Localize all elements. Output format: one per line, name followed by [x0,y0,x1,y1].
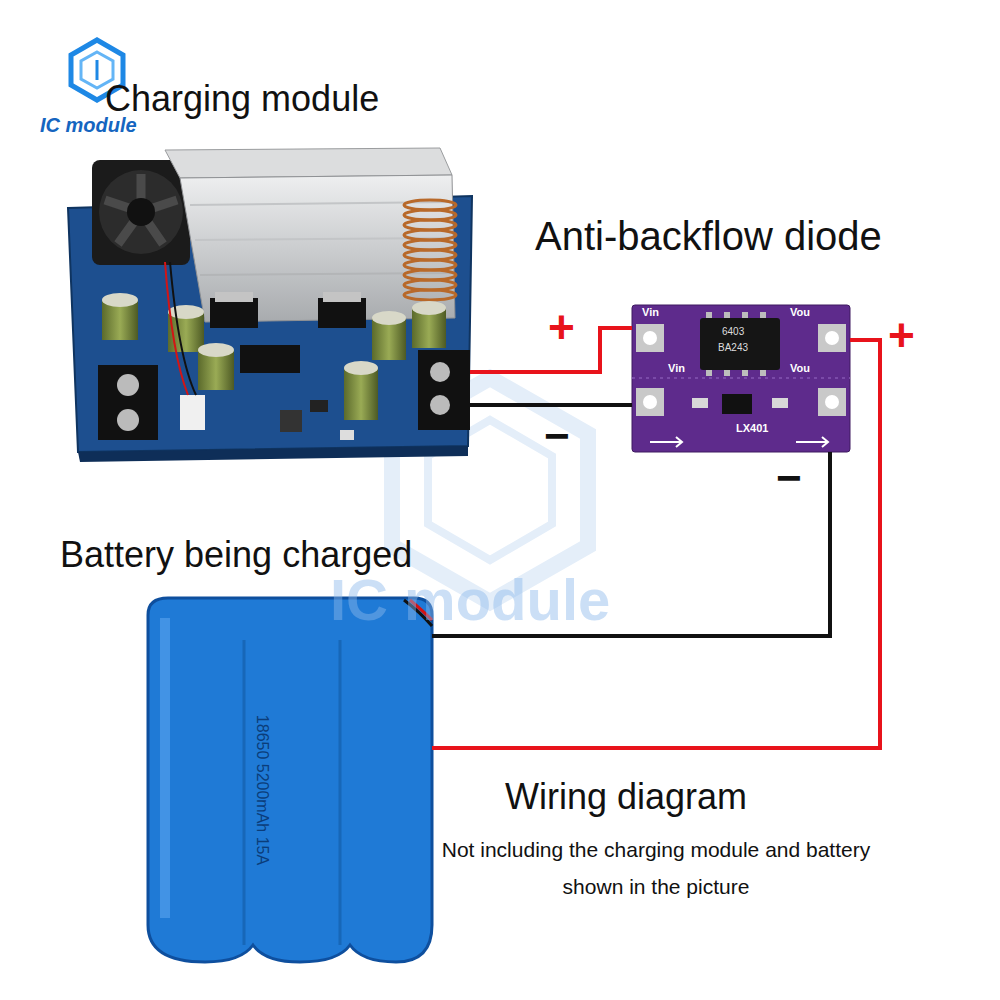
battery-picture [148,598,432,962]
part-heading: Charging module [105,78,379,119]
wire [432,340,880,748]
wire [470,403,632,407]
polarity-sign: − [544,414,570,458]
chip-marking: 6403 [722,326,744,337]
pin-name: Vou [790,306,810,318]
chip-marking: BA243 [718,342,748,353]
diode-board-picture [632,305,850,452]
logo-text: IC module [40,114,137,136]
part-frame: Charging module [70,150,470,450]
watermark: IC module [330,568,610,632]
pin-name: Vou [790,362,810,374]
part-heading: Anti-backflow diode [535,213,882,259]
charging-module-picture [68,148,472,462]
pin-name: Vin [668,362,685,374]
polarity-sign: + [888,312,915,358]
pin-name: Vin [642,306,659,318]
polarity-sign: − [776,456,802,500]
board-name: LX401 [736,422,768,434]
part-frame: Battery being charged [145,598,432,965]
polarity-sign: + [548,304,575,350]
diagram-title: Wiring diagram [505,776,747,817]
diagram-caption: Not including the charging module and ba… [436,831,876,905]
battery-print: 18650 5200mAh 15A [253,715,271,865]
